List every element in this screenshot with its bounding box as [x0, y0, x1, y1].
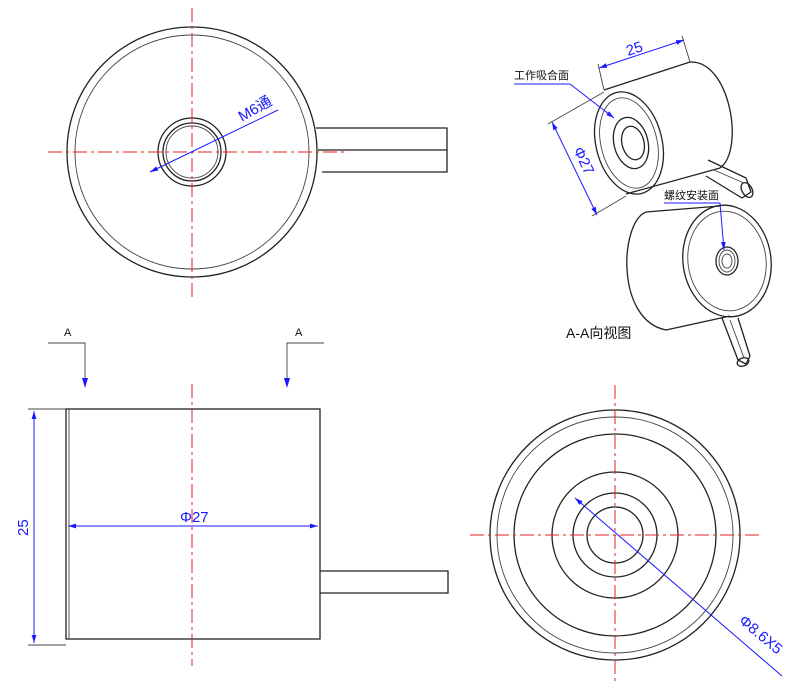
iso-cylinder-lower — [626, 204, 772, 367]
iso2-wire-split — [729, 319, 745, 359]
side-dim25-label: 25 — [15, 519, 32, 536]
iso1-hole-outer — [612, 116, 650, 170]
iso-dim25-ext-left — [597, 63, 605, 91]
iso1-hole-inner — [620, 125, 646, 161]
iso1-wire-end — [740, 181, 754, 199]
iso-dim27-ext-top — [547, 91, 605, 125]
side-view: A A Φ27 25 — [15, 327, 449, 666]
iso2-back-face — [626, 211, 667, 331]
top-view: M6通 — [48, 8, 448, 298]
section-a-right-label: A — [295, 327, 303, 339]
m6-leader-line — [149, 109, 279, 173]
dim86-label: Φ8.6X5 — [735, 612, 785, 658]
iso-dim27-line — [551, 121, 598, 216]
iso2-front-face — [682, 204, 772, 318]
iso1-front-face-inner — [599, 97, 659, 189]
iso-dim27-label: Φ27 — [569, 144, 597, 177]
iso2-thread-hole — [715, 246, 739, 276]
iso2-bottom-edge — [665, 315, 731, 331]
section-arrowhead-left — [82, 378, 88, 388]
iso1-back-face — [689, 61, 733, 169]
iso2-thread-hole-inner — [718, 249, 736, 273]
iso-dim25-line — [598, 39, 685, 69]
iso2-wire-end — [736, 357, 750, 367]
iso2-front-face-inner — [687, 210, 767, 312]
section-arrow-left — [48, 342, 86, 386]
side-dim27-label: Φ27 — [180, 509, 209, 526]
side-body-outline — [65, 408, 321, 640]
iso-dim25-label: 25 — [624, 38, 645, 59]
iso2-thread-hole-core — [721, 253, 733, 269]
iso2-wire — [721, 317, 751, 365]
iso2-top-edge — [645, 205, 721, 213]
side-wire — [320, 570, 449, 594]
iso-cylinder-upper — [593, 61, 754, 199]
dim86-leader-line — [574, 497, 783, 677]
iso1-top-edge — [603, 61, 691, 91]
bottom-view: Φ8.6X5 — [470, 385, 786, 685]
thread-face-leader — [719, 202, 726, 251]
iso1-wire-split — [713, 169, 745, 184]
section-a-left-label: A — [64, 327, 72, 339]
iso-views: 25 Φ27 工作吸合面 螺纹安装面 A-A向视图 — [514, 35, 772, 367]
iso-dim27-ext-bottom — [591, 195, 627, 217]
section-arrowhead-right — [284, 378, 290, 388]
work-face-label: 工作吸合面 — [514, 68, 569, 82]
thread-face-label: 螺纹安装面 — [664, 188, 719, 202]
section-view-title: A-A向视图 — [566, 325, 631, 341]
work-face-leader — [569, 83, 615, 119]
hole-inner-circle — [162, 122, 222, 182]
section-arrow-right — [286, 342, 324, 386]
iso1-bottom-edge — [625, 167, 721, 195]
iso1-wire — [705, 159, 752, 199]
